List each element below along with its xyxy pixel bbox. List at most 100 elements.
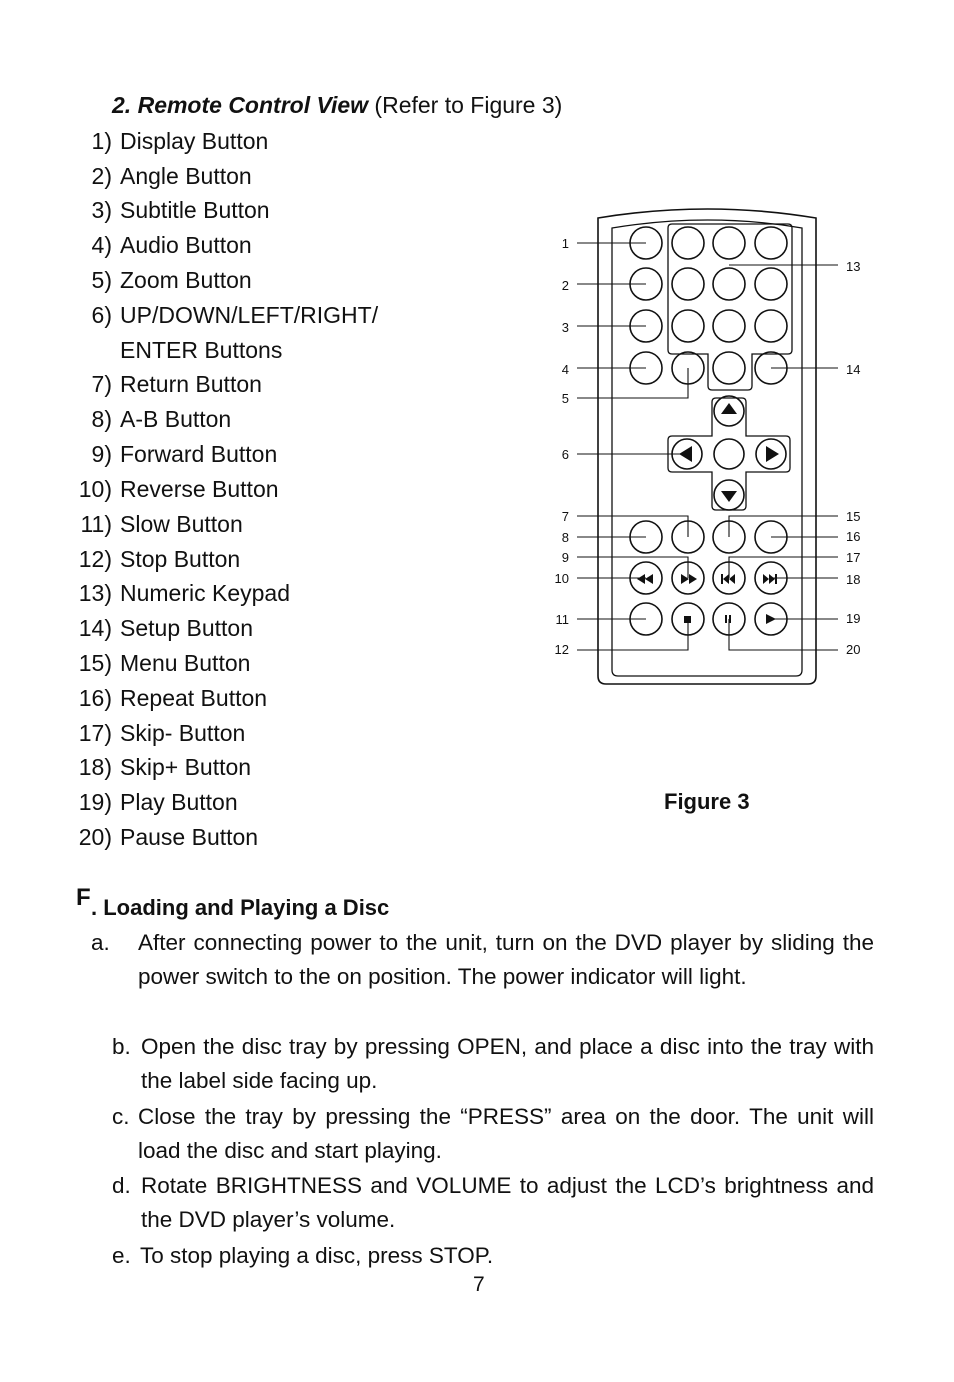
button-list-number: 11): [80, 511, 112, 537]
button-list-label: ENTER Buttons: [120, 337, 283, 363]
button-list-label: Setup Button: [120, 615, 253, 641]
leader-line: [728, 619, 838, 651]
button-list-item: 7)Return Button: [60, 371, 262, 397]
leader-line: [728, 515, 838, 537]
button-list-item: 8) A-B Button: [60, 406, 232, 432]
button-list-item: 3) Subtitle Button: [60, 197, 270, 223]
callout-label: 2: [562, 278, 569, 293]
button-list-label: A-B Button: [120, 406, 232, 432]
callout-label: 4: [562, 362, 569, 377]
step-letter: d.: [112, 1173, 131, 1198]
button-list-label: Subtitle Button: [120, 197, 270, 223]
remote-button: [754, 309, 788, 343]
callout-label: 17: [846, 550, 860, 565]
button-list-item: 2)Angle Button: [60, 163, 252, 189]
page-number: 7: [473, 1273, 485, 1296]
callout-label: 5: [562, 391, 569, 406]
button-list-item: 18) Skip+ Button: [60, 754, 251, 780]
button-list-number: 15): [78, 650, 112, 676]
button-list-item: 17)Skip- Button: [60, 720, 246, 746]
button-list-number: 6): [91, 302, 112, 328]
button-list-label: Return Button: [120, 371, 262, 397]
button-list-label: Audio Button: [120, 232, 252, 258]
button-list-item: 15) Menu Button: [60, 650, 251, 676]
button-list-label: Skip+ Button: [120, 754, 252, 780]
button-list-number: 18): [78, 754, 112, 780]
right-arrow-icon: [766, 446, 779, 462]
step-letter: b.: [112, 1034, 131, 1059]
button-list-item: 14) Setup Button: [60, 615, 253, 641]
callout-label: 15: [846, 509, 860, 524]
up-arrow-icon: [721, 403, 737, 414]
callout-label: 12: [555, 642, 569, 657]
callout-label: 18: [846, 572, 860, 587]
button-list-number: 20): [78, 824, 112, 850]
button-list-label: Forward Button: [120, 441, 278, 467]
button-list-label: Display Button: [120, 128, 269, 154]
section-f-title: . Loading and Playing a Disc: [91, 895, 390, 920]
button-list-label: Reverse Button: [120, 476, 279, 502]
remote-outline: [597, 208, 817, 685]
section-ref: (Refer to Figure 3): [374, 92, 563, 118]
button-list-number: 10): [78, 476, 112, 502]
enter-button: [713, 438, 745, 470]
button-list-label: Skip- Button: [120, 720, 246, 746]
step-letter: e.: [112, 1243, 131, 1268]
remote-body: [597, 208, 817, 685]
button-list-item: 9) Forward Button: [60, 441, 278, 467]
callout-label: 1: [562, 236, 569, 251]
button-list-number: 3): [91, 197, 112, 223]
section-number: 2.: [112, 92, 132, 118]
callout-label: 20: [846, 642, 860, 657]
remote-inner-outline: [611, 219, 803, 677]
button-list-item: 10) Reverse Button: [60, 476, 279, 502]
button-list-label: Repeat Button: [120, 685, 268, 711]
button-list-number: 9): [91, 441, 112, 467]
button-list-item: 16) Repeat Button: [60, 685, 267, 711]
reverse-icon: [637, 574, 653, 584]
step-text: Rotate BRIGHTNESS and VOLUME to adjust t…: [141, 1173, 874, 1232]
button-list-label: Pause Button: [120, 824, 259, 850]
remote-button: [671, 309, 705, 343]
step-text: To stop playing a disc, press STOP.: [140, 1243, 494, 1268]
skip-plus-icon: [763, 574, 777, 584]
callout-label: 3: [562, 320, 569, 335]
button-list-number: 16): [78, 685, 112, 711]
step-text: After connecting power to the unit, turn…: [138, 930, 874, 989]
callout-label: 19: [846, 611, 860, 626]
down-arrow-icon: [721, 491, 737, 502]
button-list-label: Zoom Button: [120, 267, 252, 293]
button-list-item: 11) Slow Button: [60, 511, 243, 537]
section-heading: 2. Remote Control View (Refer to Figure …: [112, 92, 562, 119]
callout-label: 14: [846, 362, 860, 377]
button-list-label: Menu Button: [120, 650, 251, 676]
button-list-number: 5): [91, 267, 112, 293]
leader-line: [577, 619, 689, 651]
leader-line: [577, 368, 689, 399]
button-list-item: 4) Audio Button: [60, 232, 252, 258]
callout-label: 11: [556, 612, 570, 627]
callout-label: 13: [846, 259, 860, 274]
remote-button: [712, 267, 746, 301]
remote-button: [754, 267, 788, 301]
button-list-label: Slow Button: [120, 511, 243, 537]
step-letter: a.: [91, 930, 110, 955]
callout-label: 16: [846, 529, 860, 544]
remote-button: [712, 226, 746, 260]
button-list-label: Angle Button: [120, 163, 252, 189]
dpad-down-button: [713, 479, 745, 511]
button-list-label: UP/DOWN/LEFT/RIGHT/: [120, 302, 379, 328]
pause-icon: [725, 615, 731, 623]
button-list-item: 12)Stop Button: [60, 546, 240, 572]
remote-button: [754, 226, 788, 260]
skip-minus-icon: [721, 574, 735, 584]
callout-label: 7: [562, 509, 569, 524]
dpad-frame: [667, 397, 791, 511]
button-list-number: 12): [78, 546, 112, 572]
remote-button: [712, 309, 746, 343]
button-list-item: 6) UP/DOWN/LEFT/RIGHT/: [60, 302, 379, 328]
button-list-number: 8): [91, 406, 112, 432]
button-list-number: 4): [91, 232, 112, 258]
button-list-number: 14): [78, 615, 112, 641]
